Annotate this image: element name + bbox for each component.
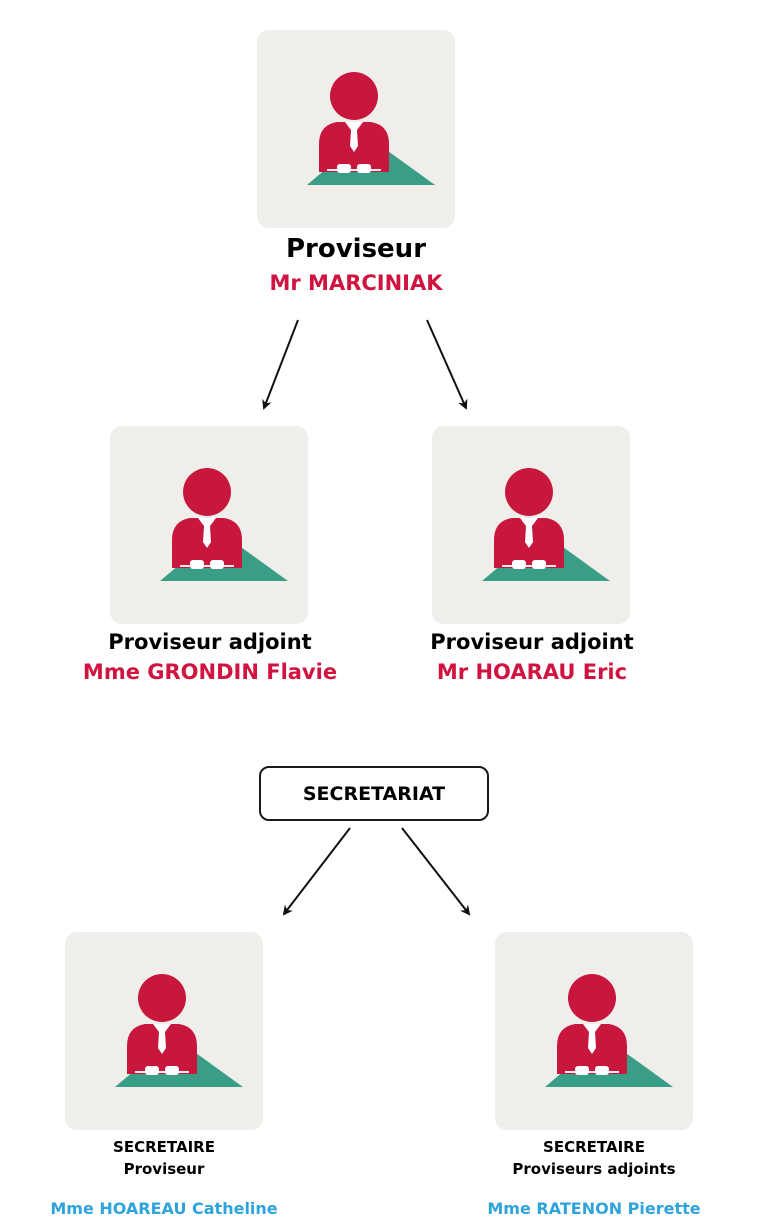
secretary-right-name: Mme RATENON Pierette [487, 1199, 701, 1218]
deputy-right-card [432, 426, 630, 624]
secretary-right-title: SECRETAIRE [543, 1138, 645, 1156]
head-name: Mr MARCINIAK [269, 271, 443, 295]
person-at-desk-icon [481, 467, 611, 582]
arrow-head-to-deputy-right [426, 319, 468, 410]
secretary-left-title: SECRETAIRE [113, 1138, 215, 1156]
head-role: Proviseur [285, 234, 427, 264]
arrow-secretariat-to-left [282, 827, 351, 916]
secretary-left-name: Mme HOAREAU Catheline [50, 1199, 278, 1218]
secretary-left-role: Proviseur [123, 1160, 205, 1178]
deputy-right-role: Proviseur adjoint [430, 630, 634, 654]
person-at-desk-icon [544, 973, 674, 1088]
arrow-secretariat-to-right [401, 827, 471, 916]
person-at-desk-icon [114, 973, 244, 1088]
person-at-desk-icon [159, 467, 289, 582]
secretariat-label: SECRETARIAT [302, 782, 446, 805]
secretary-right-role: Proviseurs adjoints [512, 1160, 676, 1178]
secretary-right-card [495, 932, 693, 1130]
person-at-desk-icon [306, 71, 436, 186]
deputy-left-role: Proviseur adjoint [108, 630, 312, 654]
secretary-left-card [65, 932, 263, 1130]
deputy-right-name: Mr HOARAU Eric [436, 660, 628, 684]
deputy-left-name: Mme GRONDIN Flavie [82, 660, 338, 684]
head-card [257, 30, 455, 228]
arrow-head-to-deputy-left [262, 319, 299, 410]
deputy-left-card [110, 426, 308, 624]
secretariat-box: SECRETARIAT [259, 766, 489, 821]
